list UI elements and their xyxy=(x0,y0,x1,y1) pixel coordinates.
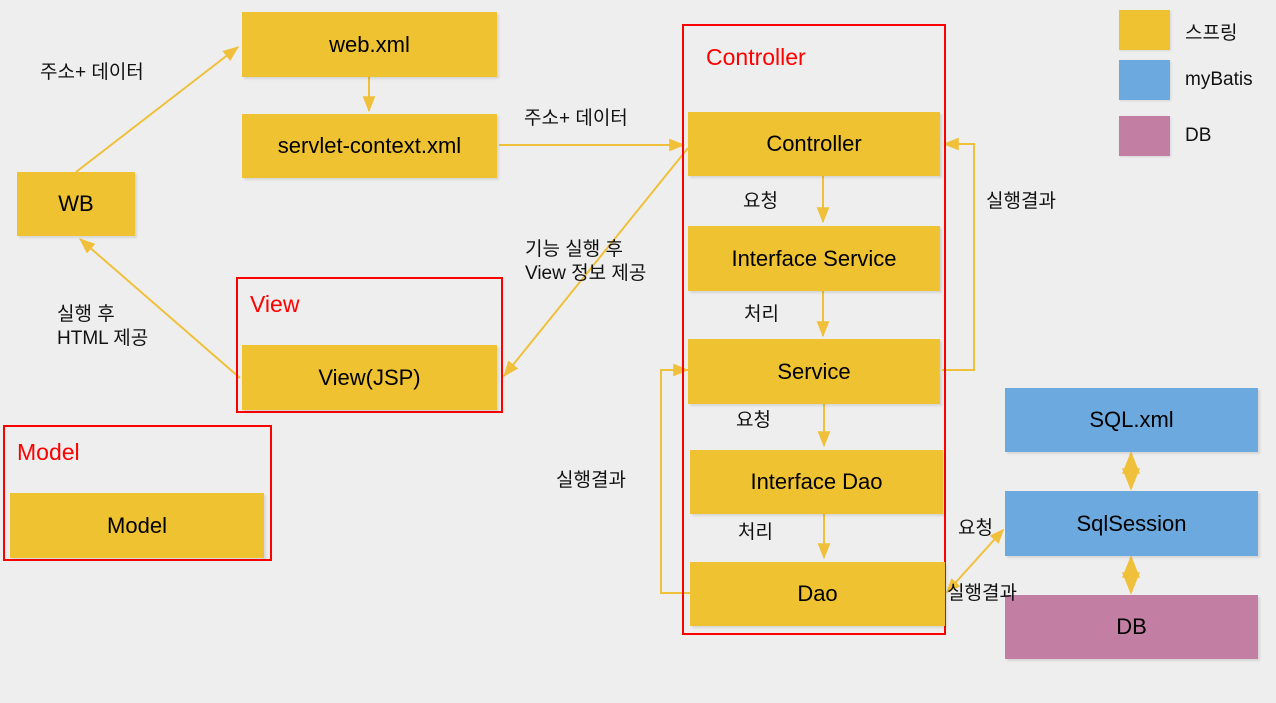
edge-label-request-1: 요청 xyxy=(743,191,778,212)
node-model[interactable]: Model xyxy=(10,493,264,558)
edge-label-addr-data-left: 주소+ 데이터 xyxy=(40,62,144,83)
node-db[interactable]: DB xyxy=(1005,595,1258,659)
edge-label-view-info: 기능 실행 후 View 정보 제공 xyxy=(525,239,647,285)
group-view xyxy=(236,277,503,413)
node-sql-session[interactable]: SqlSession xyxy=(1005,491,1258,556)
legend-label-mybatis: myBatis xyxy=(1185,69,1253,90)
edge-label-addr-data-mid: 주소+ 데이터 xyxy=(524,108,628,129)
arrow-service-to-controller-result xyxy=(942,137,975,371)
node-interface-service[interactable]: Interface Service xyxy=(688,226,940,291)
group-controller xyxy=(682,24,946,635)
edge-label-result-db: 실행결과 xyxy=(947,583,1017,604)
edge-label-process-2: 처리 xyxy=(738,522,773,543)
group-view-title: View xyxy=(250,291,300,317)
node-servlet-context-xml[interactable]: servlet-context.xml xyxy=(242,114,497,178)
node-interface-dao[interactable]: Interface Dao xyxy=(690,450,943,514)
legend-label-spring: 스프링 xyxy=(1185,23,1238,44)
node-web-xml[interactable]: web.xml xyxy=(242,12,497,77)
legend-swatch-spring xyxy=(1119,10,1170,50)
node-controller[interactable]: Controller xyxy=(688,112,940,176)
node-wb[interactable]: WB xyxy=(17,172,135,236)
edge-label-result-left: 실행결과 xyxy=(556,470,626,491)
edge-label-run-html: 실행 후 HTML 제공 xyxy=(57,304,149,350)
node-sql-xml[interactable]: SQL.xml xyxy=(1005,388,1258,452)
group-controller-title: Controller xyxy=(706,44,806,70)
legend-swatch-db xyxy=(1119,116,1170,156)
node-dao[interactable]: Dao xyxy=(690,562,945,626)
edge-label-result-right: 실행결과 xyxy=(986,191,1056,212)
group-model-title: Model xyxy=(17,439,80,465)
node-service[interactable]: Service xyxy=(688,339,940,404)
legend-swatch-mybatis xyxy=(1119,60,1170,100)
edge-label-process-1: 처리 xyxy=(744,304,779,325)
edge-label-request-2: 요청 xyxy=(736,410,771,431)
legend-label-db: DB xyxy=(1185,125,1212,146)
edge-label-request-db: 요청 xyxy=(958,518,993,539)
group-model xyxy=(3,425,272,561)
node-view-jsp[interactable]: View(JSP) xyxy=(242,345,497,410)
